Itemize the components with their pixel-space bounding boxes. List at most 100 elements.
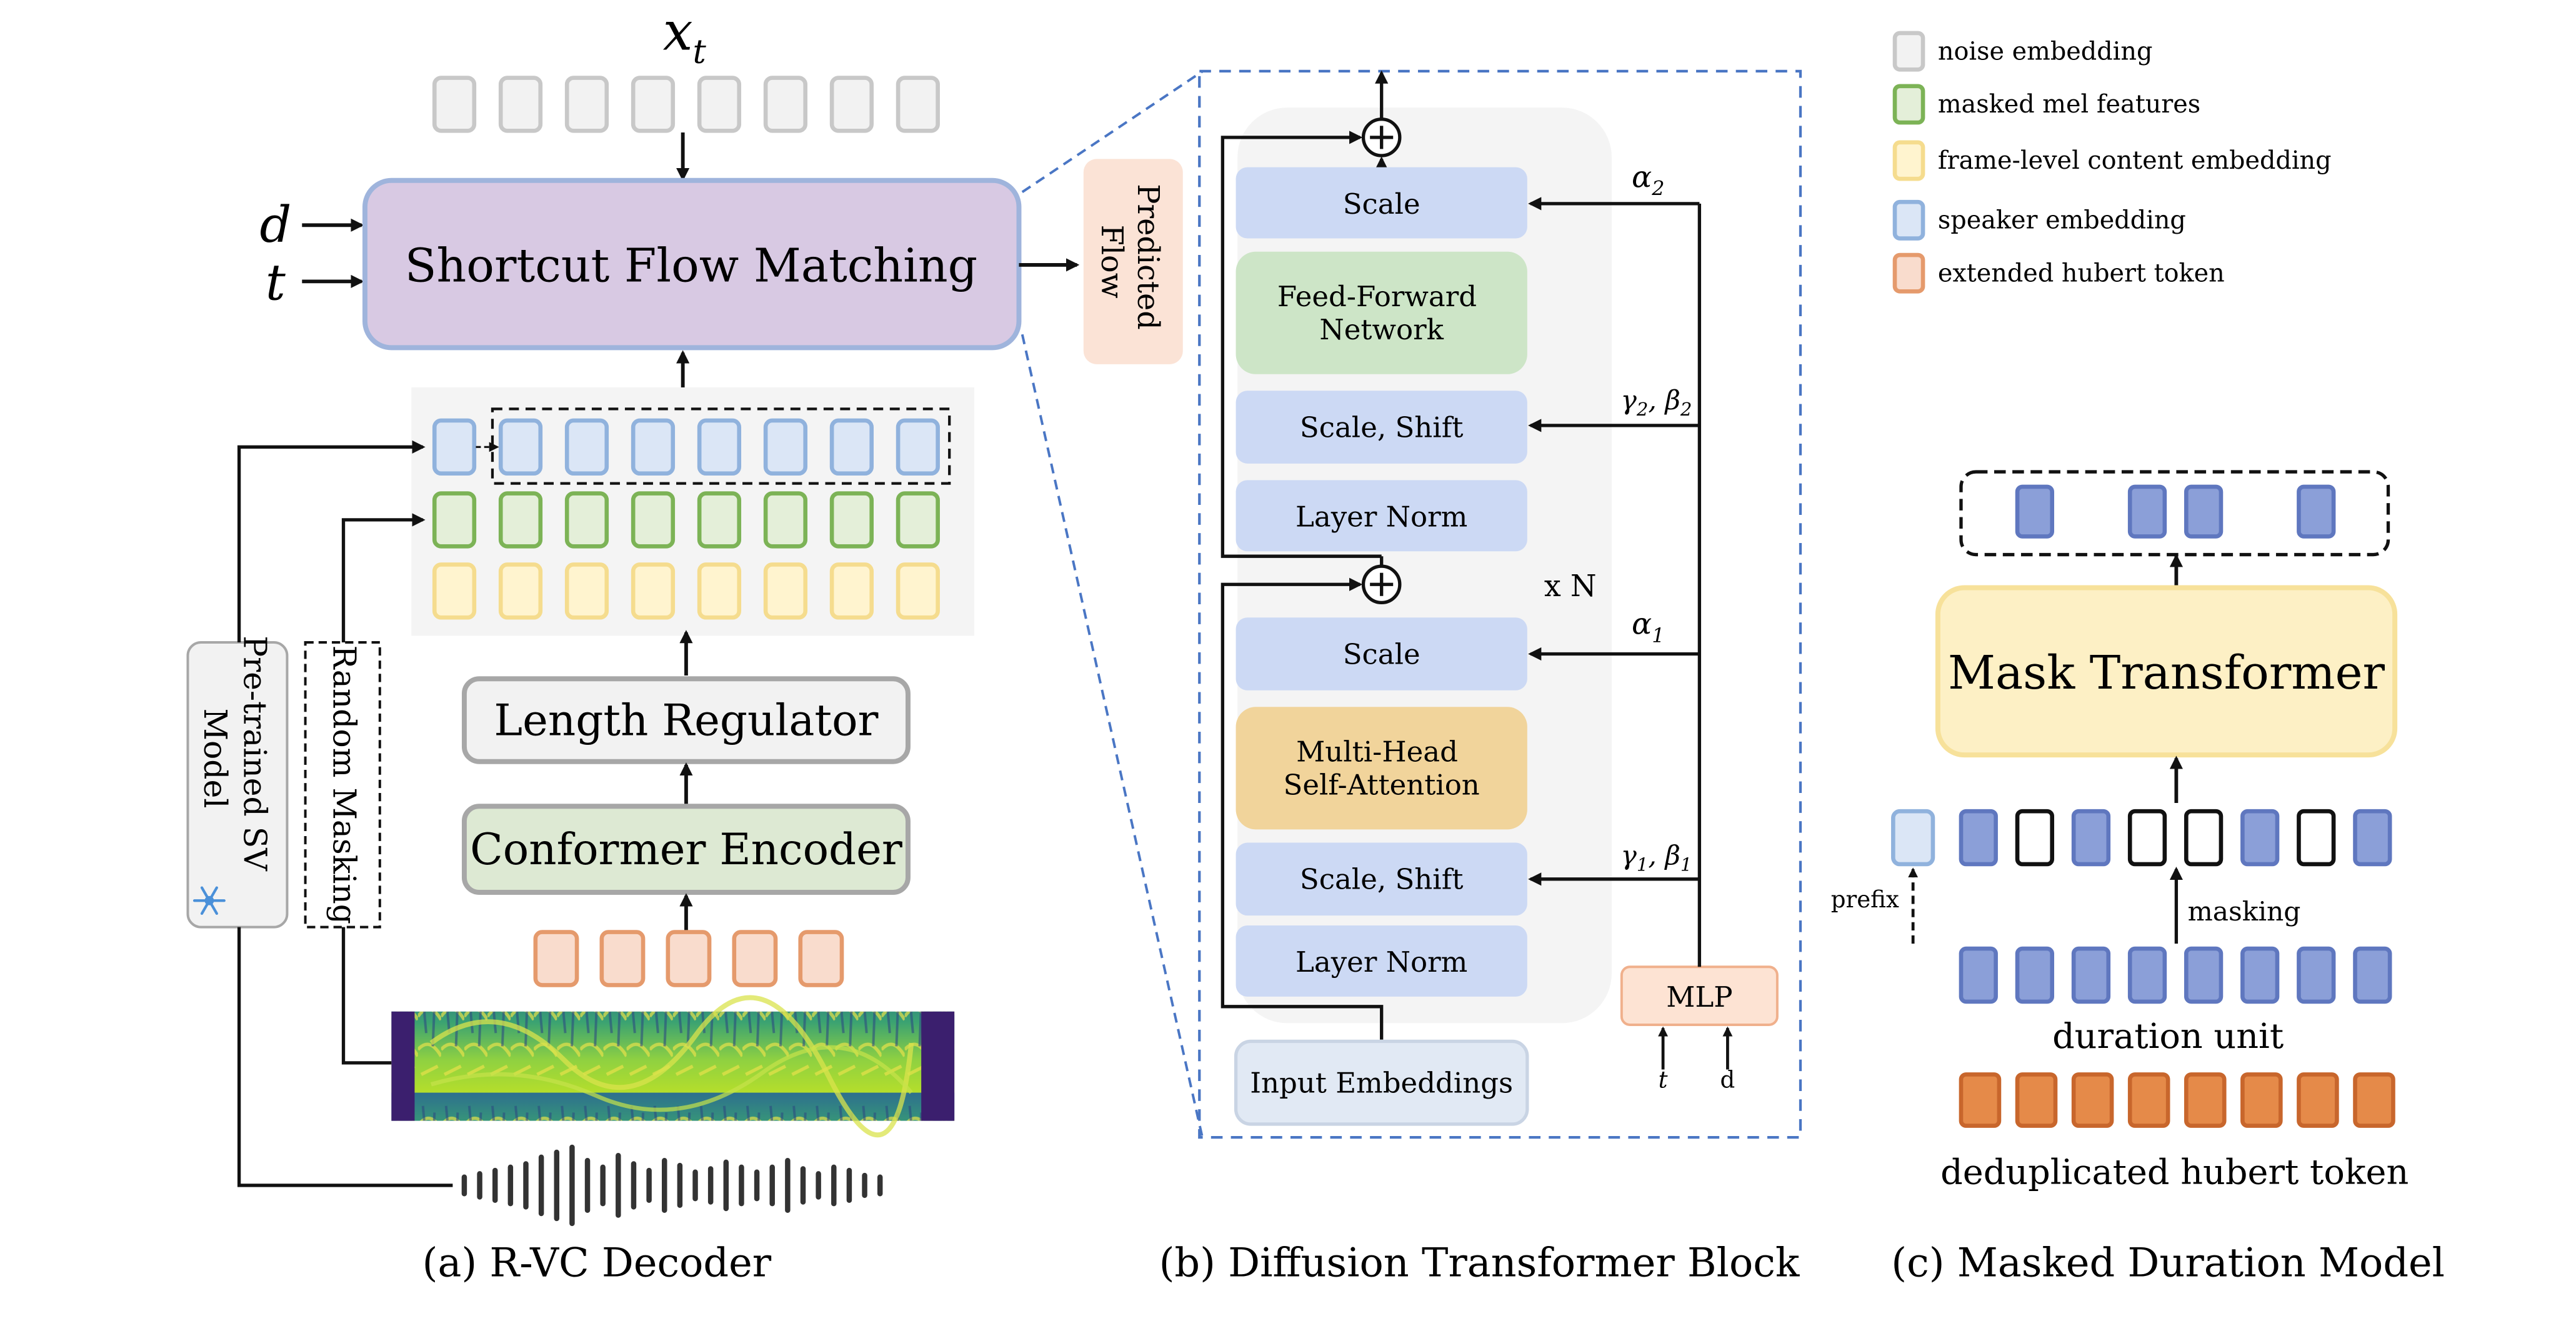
scale-shift-1-box — [1236, 842, 1527, 916]
masking-to-mel-connector — [341, 513, 426, 642]
legend-swatch — [1892, 199, 1925, 241]
t-input-label: t — [266, 254, 286, 312]
masked-token — [2184, 809, 2224, 867]
waveform-image — [461, 1144, 883, 1227]
alpha2-label: α2 — [1632, 160, 1664, 200]
mask-transformer-label: Mask Transformer — [1948, 646, 2385, 700]
scale-shift-2-box — [1236, 391, 1527, 464]
content-embedding-token — [631, 562, 676, 620]
masked-mel-token — [896, 491, 940, 549]
extended-hubert-token — [732, 930, 778, 987]
legend-swatch — [1892, 252, 1925, 294]
legend-swatch — [1892, 31, 1925, 72]
content-embedding-token — [564, 562, 609, 620]
masked-token — [2297, 809, 2336, 867]
noise-embedding-token — [498, 76, 543, 133]
content-embedding-token — [697, 562, 742, 620]
predicted-duration-token — [2015, 484, 2055, 539]
duration-unit-token — [2353, 946, 2392, 1004]
predicted-duration-token — [2184, 484, 2224, 539]
duration-unit-token — [2015, 946, 2055, 1004]
speaker-embedding-token — [498, 418, 543, 476]
masked-mel-row — [432, 491, 940, 549]
masked-mel-token — [763, 491, 808, 549]
input-embeddings-label: Input Embeddings — [1250, 1067, 1513, 1100]
mlp-input-t-label: t — [1659, 1067, 1668, 1094]
repeat-n-label: x N — [1544, 569, 1597, 604]
speaker-embedding-token — [564, 418, 609, 476]
masked-mel-token — [829, 491, 874, 549]
sv-model-label: Pre-trained SV Model — [197, 636, 274, 880]
legend-swatch — [1892, 140, 1925, 181]
legend-swatch — [1892, 84, 1925, 125]
masked-mel-token — [564, 491, 609, 549]
mel-to-masking-connector — [341, 927, 392, 1065]
dit-caption: (b) Diffusion Transformer Block — [1159, 1240, 1800, 1286]
dedup-hubert-token-row — [1959, 1072, 2395, 1128]
scale-mid-label: Scale — [1343, 637, 1420, 670]
dit-panel: Scale Feed-Forward Network Scale, Shift … — [1159, 69, 1802, 1286]
duration-unit-token — [2127, 946, 2167, 1004]
duration-unit-token — [2240, 946, 2280, 1004]
dedup-hubert-token — [2297, 1072, 2339, 1128]
extended-hubert-token — [533, 930, 579, 987]
content-embedding-token — [763, 562, 808, 620]
scale-mid-box — [1236, 617, 1527, 690]
scale-top-box — [1236, 167, 1527, 239]
input-embeddings-box — [1234, 1039, 1529, 1126]
masked-mel-token — [697, 491, 742, 549]
layer-norm-2-label: Layer Norm — [1295, 501, 1467, 534]
mhsa-label: Multi-Head Self-Attention — [1284, 735, 1480, 802]
masked-mel-token — [631, 491, 676, 549]
skip-connection-top — [1221, 131, 1382, 558]
noise-embedding-token — [631, 76, 676, 133]
speaker-embedding-token — [432, 418, 477, 476]
mhsa-box — [1236, 707, 1527, 830]
conformer-encoder-box — [461, 804, 911, 895]
extended-hubert-token — [798, 930, 844, 987]
duration-unit-token — [2353, 809, 2392, 867]
ffn-box — [1236, 251, 1527, 374]
mask-transformer-box — [1935, 585, 2398, 758]
noise-embedding-token — [896, 76, 940, 133]
dedup-hubert-token — [2015, 1072, 2058, 1128]
feature-stack-panel — [411, 387, 974, 636]
masked-token — [2015, 809, 2055, 867]
decoder-panel: xt d t Shortcut Flow Matching Predicted … — [186, 0, 1204, 1286]
prefix-speaker-token — [1891, 809, 1935, 867]
mlp-label: MLP — [1666, 980, 1732, 1014]
shortcut-flow-matching-label: Shortcut Flow Matching — [405, 239, 977, 292]
prefix-label: prefix — [1831, 886, 1899, 913]
duration-unit-token — [2184, 946, 2224, 1004]
hubert-token-row — [533, 930, 844, 987]
masked-token — [2127, 809, 2167, 867]
dedup-hubert-token — [2071, 1072, 2114, 1128]
scale-shift-1-label: Scale, Shift — [1300, 863, 1464, 896]
zoom-line-bottom — [1021, 334, 1204, 1140]
length-regulator-box — [461, 676, 911, 764]
alpha1-label: α1 — [1632, 607, 1664, 647]
mel-spectrogram-image — [391, 995, 955, 1138]
speaker-embedding-token — [631, 418, 676, 476]
skip-connection-bottom — [1221, 577, 1384, 1040]
duration-unit-token — [2240, 809, 2280, 867]
legend-label: noise embedding — [1938, 37, 2153, 66]
snowflake-icon — [192, 886, 226, 915]
duration-unit-token — [2297, 946, 2336, 1004]
dit-dashed-frame — [1198, 69, 1802, 1139]
legend-label: frame-level content embedding — [1938, 146, 2332, 175]
content-embedding-token — [432, 562, 477, 620]
dedup-hubert-token — [1959, 1072, 2002, 1128]
content-embedding-token — [896, 562, 940, 620]
predicted-duration-token — [2127, 484, 2167, 539]
masked-mel-token — [498, 491, 543, 549]
legend-label: speaker embedding — [1938, 206, 2186, 235]
noise-embedding-token — [829, 76, 874, 133]
extended-hubert-token — [599, 930, 646, 987]
zoom-line-top — [1021, 70, 1204, 193]
xt-label: xt — [663, 0, 707, 71]
noise-embedding-row — [432, 76, 940, 133]
speaker-embedding-token — [829, 418, 874, 476]
content-embedding-token — [829, 562, 874, 620]
